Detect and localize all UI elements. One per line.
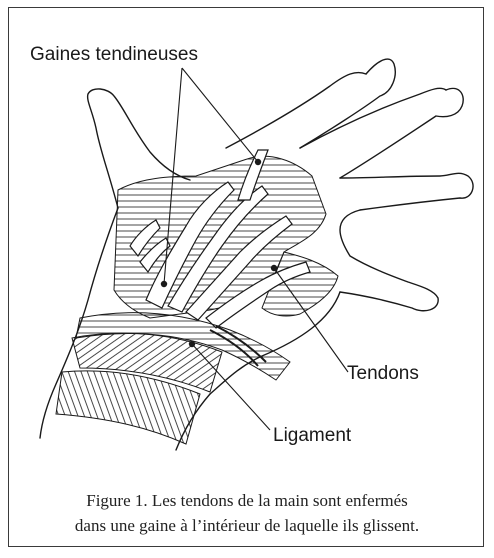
ligament-label: Ligament [273,425,351,447]
caption-line-1: Figure 1. Les tendons de la main sont en… [16,488,478,513]
tendons-label: Tendons [347,363,419,385]
wrist-ligament-band [56,313,290,444]
figure-caption: Figure 1. Les tendons de la main sont en… [16,488,478,538]
caption-line-2: dans une gaine à l’intérieur de laquelle… [16,513,478,538]
sheaths-label: Gaines tendineuses [30,44,198,66]
